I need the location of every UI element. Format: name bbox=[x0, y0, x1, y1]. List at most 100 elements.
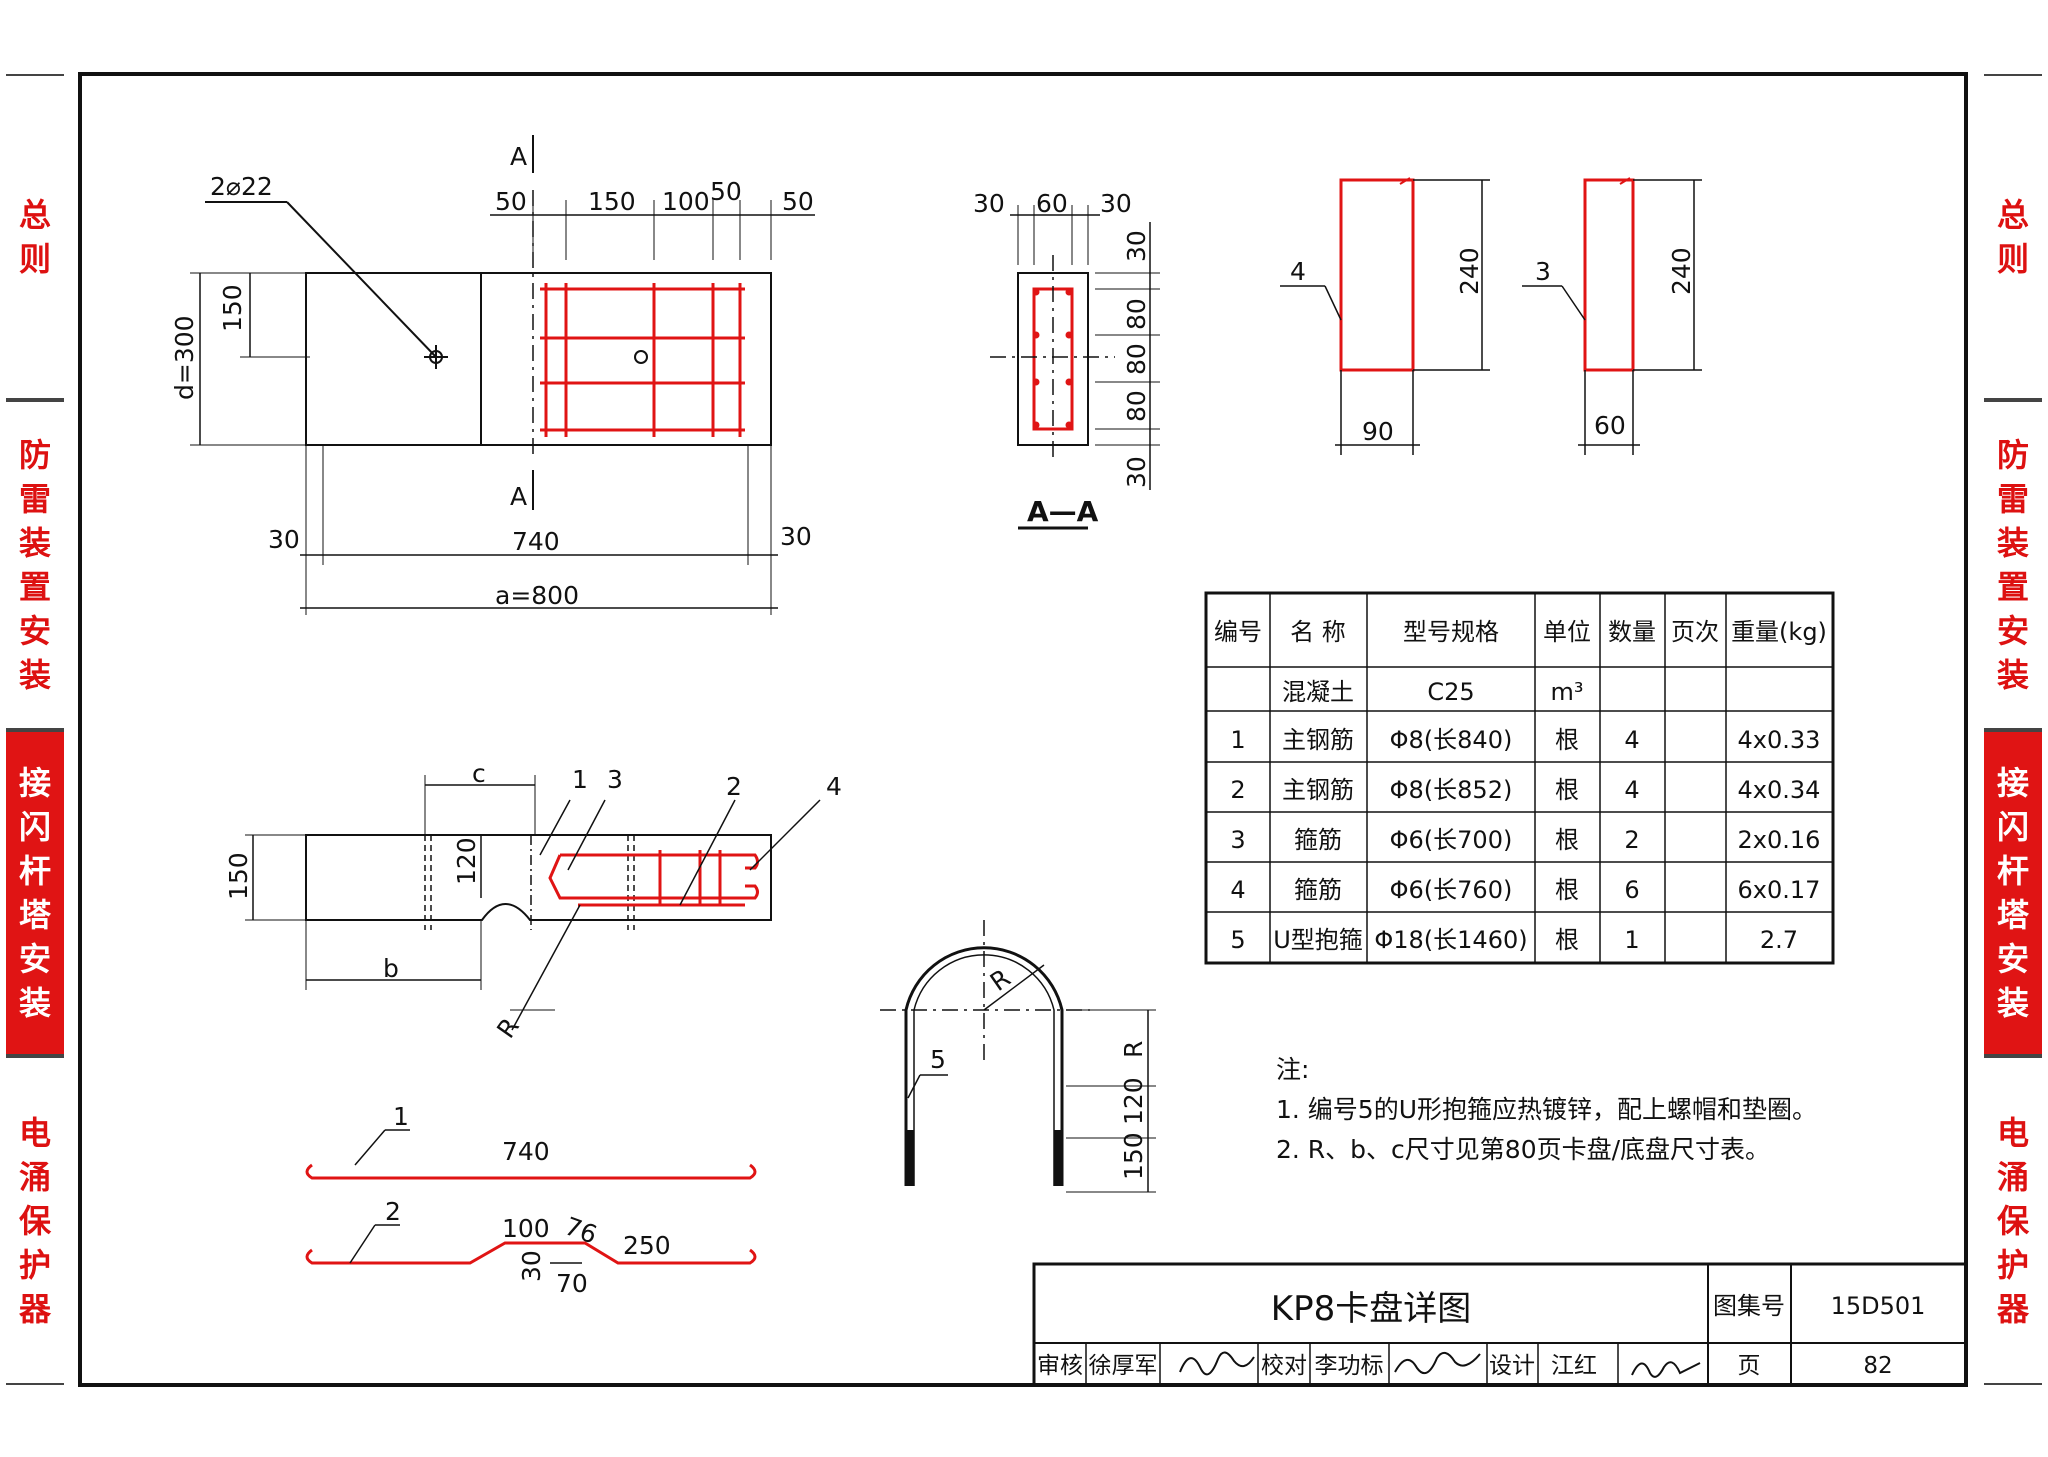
side-tab-char: 护 bbox=[18, 1245, 51, 1284]
side-tab-lightning-protection-right[interactable]: 防雷装置安装 bbox=[1984, 400, 2042, 730]
elevation-text: c b 150 120 R 1 3 2 4 bbox=[224, 759, 842, 1043]
cell-unit: 根 bbox=[1555, 776, 1579, 804]
title-block-text: KP8卡盘详图 图集号 15D501 审核 徐厚军 校对 李功标 设计 江红 页… bbox=[1037, 1289, 1925, 1379]
stirrup-4-label: 4 bbox=[1290, 257, 1306, 286]
cell-weight: 2.7 bbox=[1760, 926, 1798, 954]
drawing-title: KP8卡盘详图 bbox=[1271, 1289, 1471, 1329]
side-tab-char: 安 bbox=[1996, 612, 2029, 650]
aa-dim-side-30a: 30 bbox=[1122, 230, 1151, 262]
side-tab-char: 接 bbox=[18, 764, 51, 802]
side-tab-char: 装 bbox=[18, 524, 51, 562]
aa-dim-30a: 30 bbox=[973, 189, 1005, 218]
note-item-1: 1. 编号5的U形抱箍应热镀锌，配上螺帽和垫圈。 bbox=[1276, 1095, 1818, 1124]
side-tab-char: 则 bbox=[1996, 240, 2029, 278]
cell-name: 主钢筋 bbox=[1282, 726, 1354, 754]
side-tab-char: 安 bbox=[1996, 940, 2029, 978]
bar-details bbox=[305, 1129, 757, 1265]
side-tab-char: 则 bbox=[18, 240, 51, 278]
u-bolt-text: 5 R R 120 150 bbox=[930, 963, 1148, 1180]
signature-designer bbox=[1631, 1361, 1701, 1378]
stirrup-text: 4 240 90 3 240 60 bbox=[1290, 247, 1696, 446]
aa-dim-side-80b: 80 bbox=[1122, 343, 1151, 375]
side-tab-air-terminal-tower[interactable]: 接闪杆塔安装 bbox=[6, 730, 64, 1056]
cell-unit: 根 bbox=[1555, 926, 1579, 954]
aa-dim-side-80a: 80 bbox=[1122, 298, 1151, 330]
side-tab-char: 装 bbox=[1996, 524, 2029, 562]
bar2-dim-30: 30 bbox=[517, 1250, 546, 1282]
side-tab-char: 总 bbox=[18, 196, 51, 234]
cell-qty: 2 bbox=[1624, 826, 1639, 854]
th-spec: 型号规格 bbox=[1403, 618, 1499, 646]
designer-name: 江红 bbox=[1551, 1353, 1597, 1379]
side-tab-lightning-protection[interactable]: 防雷装置安装 bbox=[6, 400, 64, 730]
side-tab-label: 接闪杆塔安装 bbox=[1997, 761, 2029, 1025]
notes-heading: 注: bbox=[1276, 1055, 1310, 1084]
cell-no: 3 bbox=[1230, 826, 1245, 854]
cell-qty: 4 bbox=[1624, 726, 1639, 754]
stirrup-3-label: 3 bbox=[1535, 257, 1551, 286]
side-tab-char: 安 bbox=[18, 612, 51, 650]
drawing-frame bbox=[78, 72, 1968, 1387]
review-label: 审核 bbox=[1037, 1353, 1083, 1379]
side-tab-char: 保 bbox=[18, 1201, 51, 1240]
section-mark-top: A bbox=[510, 142, 527, 171]
side-tab-surge-protector[interactable]: 电涌保护器 bbox=[6, 1056, 64, 1385]
cell-unit: m³ bbox=[1551, 678, 1584, 706]
hole-label: 2⌀22 bbox=[210, 172, 273, 201]
side-tab-char: 电 bbox=[18, 1113, 51, 1152]
side-tab-char: 涌 bbox=[18, 1157, 51, 1196]
th-qty: 数量 bbox=[1608, 618, 1656, 646]
elev-label-4: 4 bbox=[826, 772, 842, 801]
bar2-label: 2 bbox=[385, 1197, 401, 1226]
side-tab-char: 置 bbox=[18, 568, 51, 606]
side-tab-general-right[interactable]: 总则 bbox=[1984, 74, 2042, 400]
design-label: 设计 bbox=[1489, 1353, 1535, 1379]
side-tab-label: 总则 bbox=[1997, 193, 2029, 281]
side-tab-char: 闪 bbox=[18, 808, 51, 846]
side-tab-air-terminal-tower-right[interactable]: 接闪杆塔安装 bbox=[1984, 730, 2042, 1056]
u-bolt-dim-120: 120 bbox=[1119, 1077, 1148, 1125]
aa-dim-60: 60 bbox=[1036, 189, 1068, 218]
elevation-rebar bbox=[548, 850, 759, 907]
dim-top-50c: 50 bbox=[782, 187, 814, 216]
cell-no: 1 bbox=[1230, 726, 1245, 754]
material-table bbox=[1204, 591, 1835, 965]
cell-qty: 4 bbox=[1624, 776, 1639, 804]
cell-spec: Φ18(长1460) bbox=[1374, 926, 1527, 954]
side-tab-surge-protector-right[interactable]: 电涌保护器 bbox=[1984, 1056, 2042, 1385]
aa-dim-side-30b: 30 bbox=[1122, 456, 1151, 488]
dim-30-right: 30 bbox=[780, 522, 812, 551]
stirrup-4-width: 90 bbox=[1362, 417, 1394, 446]
cell-qty: 6 bbox=[1624, 876, 1639, 904]
side-tab-char: 电 bbox=[1996, 1113, 2029, 1152]
checker-name: 李功标 bbox=[1315, 1353, 1384, 1379]
dim-top-100: 100 bbox=[662, 187, 710, 216]
side-tab-general[interactable]: 总则 bbox=[6, 74, 64, 400]
side-tab-char: 保 bbox=[1996, 1201, 2029, 1240]
u-bolt-dim-150: 150 bbox=[1119, 1132, 1148, 1180]
aa-dim-side-80c: 80 bbox=[1122, 390, 1151, 422]
side-tab-char: 涌 bbox=[1996, 1157, 2029, 1196]
cell-no: 2 bbox=[1230, 776, 1245, 804]
cell-spec: C25 bbox=[1427, 678, 1474, 706]
dim-top-50a: 50 bbox=[495, 187, 527, 216]
side-tab-char: 器 bbox=[1996, 1289, 2029, 1328]
stirrup-details bbox=[1280, 177, 1702, 455]
side-tab-char: 雷 bbox=[18, 480, 51, 518]
aa-dim-30b: 30 bbox=[1100, 189, 1132, 218]
stirrup-3-width: 60 bbox=[1594, 411, 1626, 440]
elev-dim-R: R bbox=[491, 1013, 525, 1044]
side-tab-char: 安 bbox=[18, 940, 51, 978]
elevation-view bbox=[245, 775, 821, 1031]
cell-name: 主钢筋 bbox=[1282, 776, 1354, 804]
th-weight: 重量(kg) bbox=[1731, 618, 1827, 646]
cell-name: 箍筋 bbox=[1294, 876, 1342, 904]
bar2-dim-250: 250 bbox=[623, 1231, 671, 1260]
cell-name: U型抱箍 bbox=[1273, 926, 1363, 954]
side-tab-label: 电涌保护器 bbox=[1997, 1111, 2029, 1331]
th-no: 编号 bbox=[1214, 618, 1262, 646]
section-aa bbox=[990, 205, 1160, 530]
dim-740: 740 bbox=[512, 527, 560, 556]
bar1-label: 1 bbox=[393, 1102, 409, 1131]
